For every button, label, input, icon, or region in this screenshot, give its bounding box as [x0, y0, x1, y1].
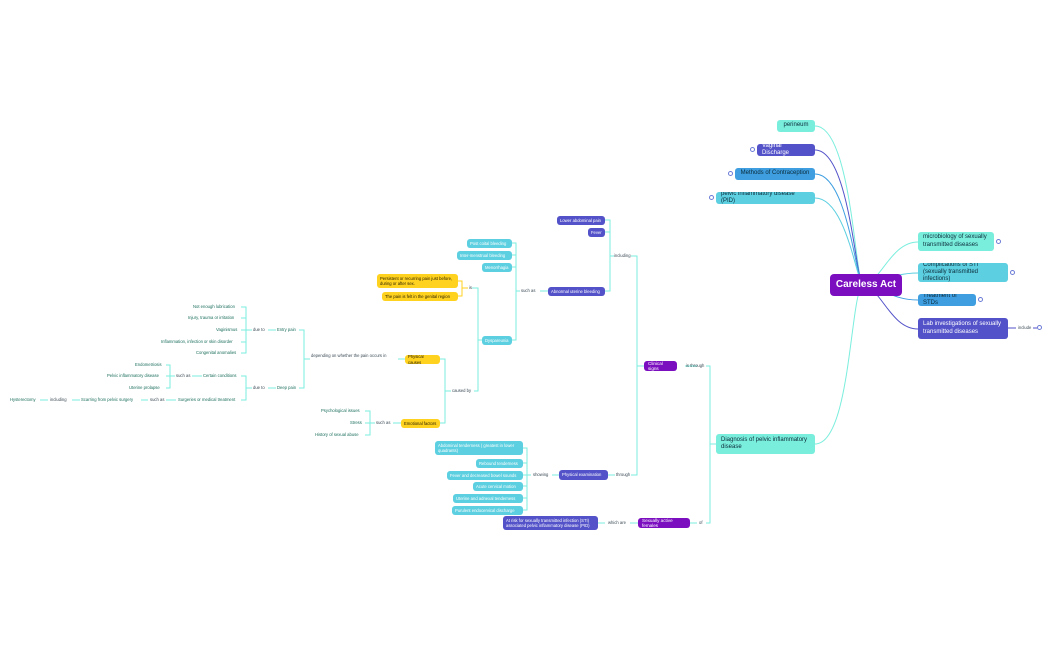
post-coital-bleeding-node[interactable]: Post coital bleeding: [467, 239, 512, 248]
vaginal-discharge-node[interactable]: Vaginal Discharge: [757, 144, 815, 156]
condition-pid[interactable]: Pelvic inflammatory disease: [107, 373, 159, 378]
entry-item-congenital[interactable]: Congenital anomalies: [196, 350, 237, 355]
menorrhagia-node[interactable]: Menorrhagia: [482, 263, 512, 272]
condition-endometriosis[interactable]: Endometriosis: [135, 362, 162, 367]
contraception-node[interactable]: Methods of Contraception: [735, 168, 815, 180]
through-label: through: [616, 472, 631, 477]
entry-pain-node[interactable]: Entry pain: [277, 327, 296, 332]
such-as-label: such as: [521, 288, 536, 293]
due-to-label: due to: [253, 385, 265, 390]
diagnosis-node[interactable]: Diagnosis of pelvic inflammatory disease: [716, 434, 815, 454]
emotional-abuse[interactable]: History of sexual abuse: [315, 432, 359, 437]
physical-causes-node[interactable]: Physical causes: [405, 355, 440, 364]
exam-item-uterine-adnexal[interactable]: Uterine and adnexal tenderness: [453, 494, 523, 503]
surgeries-node[interactable]: Surgeries or medical treatment: [178, 397, 236, 402]
clinical-signs-node[interactable]: Clinical signs: [644, 361, 677, 371]
is-through-label: is through: [686, 363, 705, 368]
collapse-toggle-icon[interactable]: [728, 171, 733, 176]
exam-item-cervical[interactable]: Acute cervical motion: [473, 482, 523, 491]
collapse-toggle-icon[interactable]: [1010, 270, 1015, 275]
caused-by-label: caused by: [452, 388, 472, 393]
abnormal-uterine-bleeding-node[interactable]: Abnormal uterine bleeding: [548, 287, 605, 296]
fever-node[interactable]: Fever: [588, 228, 605, 237]
entry-item-vaginismus[interactable]: Vaginismus: [216, 327, 238, 332]
collapse-toggle-icon[interactable]: [750, 147, 755, 152]
exam-item-fever-bowel[interactable]: Fever and decreased bowel sounds: [447, 471, 523, 480]
physical-examination-node[interactable]: Physical examination: [559, 470, 608, 480]
complications-node[interactable]: Complications of STI (sexually transmitt…: [918, 263, 1008, 282]
showing-label: showing: [533, 472, 549, 477]
treatment-node[interactable]: Treatment of STDs: [918, 294, 976, 306]
entry-item-lubrication[interactable]: Not enough lubrication: [193, 304, 235, 309]
of-label: of: [699, 520, 703, 525]
collapse-toggle-icon[interactable]: [978, 297, 983, 302]
central-topic[interactable]: Careless Act: [830, 274, 902, 296]
lab-investigations-node[interactable]: Lab investigations of sexually transmitt…: [918, 318, 1008, 339]
deep-pain-node[interactable]: Deep pain: [277, 385, 297, 390]
including-label: including: [614, 253, 631, 258]
such-as-label: such as: [150, 397, 165, 402]
due-to-label: due to: [253, 327, 265, 332]
hysterectomy-node[interactable]: Hysterectomy: [10, 397, 36, 402]
microbiology-node[interactable]: microbiology of sexually transmitted dis…: [918, 232, 994, 251]
emotional-psychological[interactable]: Psychological issues: [321, 408, 360, 413]
include-label: include: [1018, 325, 1032, 330]
persistent-pain-node[interactable]: Persistent or recurring pain just before…: [377, 274, 458, 288]
such-as-label: such as: [376, 420, 391, 425]
depending-label: depending on whether the pain occurs in: [311, 353, 387, 358]
pid-node[interactable]: pelvic inflammatory disease (PID): [716, 192, 815, 204]
collapse-toggle-icon[interactable]: [709, 195, 714, 200]
sexually-active-node[interactable]: Sexually active females: [638, 518, 690, 528]
certain-conditions-node[interactable]: Certain conditions: [203, 373, 237, 378]
dyspareunia-node[interactable]: Dyspareunia: [482, 336, 512, 345]
collapse-toggle-icon[interactable]: [1037, 325, 1042, 330]
perineum-node[interactable]: perineum: [777, 120, 815, 132]
exam-item-purulent[interactable]: Purulent endocervical discharge: [452, 506, 523, 515]
including-label: including: [50, 397, 67, 402]
scarring-node[interactable]: Scarring from pelvic surgery: [81, 397, 134, 402]
condition-uterine-prolapse[interactable]: Uterine prolapse: [129, 385, 160, 390]
lower-abdominal-pain-node[interactable]: Lower abdominal pain: [557, 216, 605, 225]
exam-item-abdominal[interactable]: Abdominal tenderness ( greatest in lower…: [435, 441, 523, 455]
which-are-label: which are: [608, 520, 626, 525]
exam-item-rebound[interactable]: Rebound tenderness: [476, 459, 523, 468]
such-as-label: such as: [176, 373, 191, 378]
entry-item-injury[interactable]: Injury, trauma or irritation: [188, 315, 235, 320]
entry-item-inflammation[interactable]: Inflammation, infection or skin disorder: [161, 339, 233, 344]
is-label: is: [469, 285, 473, 290]
collapse-toggle-icon[interactable]: [996, 239, 1001, 244]
emotional-stress[interactable]: Stress: [350, 420, 362, 425]
at-risk-node[interactable]: At risk for sexually transmitted infecti…: [503, 516, 598, 530]
genital-region-node[interactable]: The pain is felt in the genital region: [382, 292, 458, 301]
emotional-factors-node[interactable]: Emotional factors: [401, 419, 440, 428]
inter-menstrual-bleeding-node[interactable]: Inter-menstrual bleeding: [457, 251, 512, 260]
